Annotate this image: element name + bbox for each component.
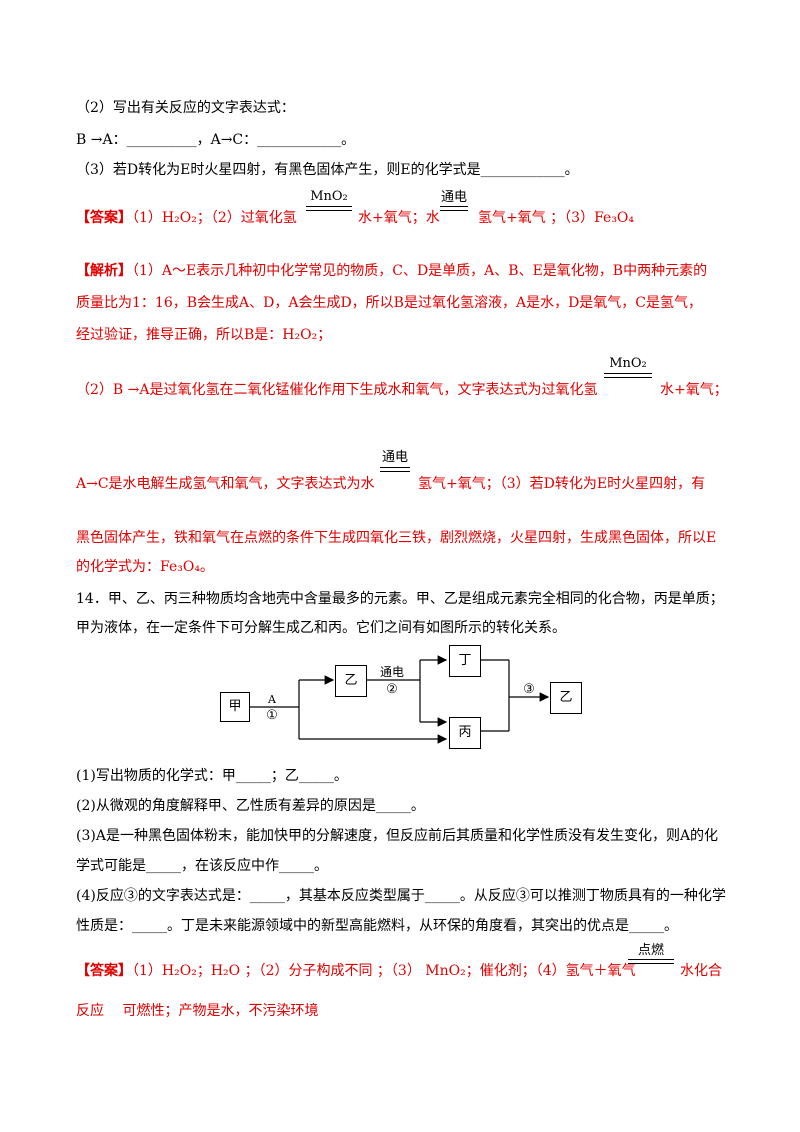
- condition-tongdian: 通电: [440, 190, 467, 205]
- q14-stem-line2: 甲为液体，在一定条件下可分解生成乙和丙。它们之间有如图所示的转化关系。: [76, 620, 566, 636]
- q14-answer: 【答案】（1）H₂O₂；H₂O ；（2）分子构成不同 ；（3） MnO₂；催化剂…: [76, 961, 636, 981]
- reaction-arrow: [628, 959, 674, 964]
- node-jia: 甲: [220, 692, 250, 722]
- label-a: A: [268, 693, 276, 706]
- q14-sub3-line1: (3)A是一种黑色固体粉末，能加快甲的分解速度，但反应前后其质量和化学性质没有发…: [76, 828, 719, 844]
- answer-part2: 水+氧气；水: [358, 210, 440, 226]
- q13-analysis-line7: 的化学式为：Fe₃O₄。: [76, 559, 214, 575]
- q14-stem-line1: 14．甲、乙、丙三种物质均含地壳中含量最多的元素。甲、乙是组成元素完全相同的化合…: [76, 591, 724, 607]
- answer-tag: 【答案】: [76, 963, 132, 979]
- reaction-arrow: [604, 373, 652, 378]
- label-step2: ②: [386, 682, 398, 697]
- label-step3: ③: [523, 682, 535, 697]
- node-yi: 乙: [335, 665, 367, 697]
- q13-analysis-line6: 黑色固体产生，铁和氧气在点燃的条件下生成四氧化三铁，剧烈燃烧，火星四射，生成黑色…: [76, 530, 717, 546]
- q14-sub4-line2: 性质是：_____。丁是未来能源领域中的新型高能燃料，从环保的角度看，其突出的优…: [76, 918, 678, 934]
- q14-sub4-line1: (4)反应③的文字表达式是：_____，其基本反应类型属于_____。从反应③可…: [76, 888, 726, 904]
- answer-part1: （1）H₂O₂；（2）过氧化氢: [132, 210, 297, 226]
- q13-analysis-line4-end: 水+氧气；: [660, 382, 728, 398]
- label-step1: ①: [266, 708, 278, 723]
- answer-tag: 【答案】: [76, 210, 132, 226]
- q13-analysis-line3: 经过验证，推导正确，所以B是：H₂O₂；: [76, 327, 332, 343]
- condition-dianran: 点燃: [637, 943, 664, 958]
- q13-analysis-line2: 质量比为1：16，B会生成A、D，A会生成D，所以B是过氧化氢溶液，A是水，D是…: [76, 295, 703, 311]
- node-bing: 丙: [449, 717, 481, 749]
- q13-part3: （3）若D转化为E时火星四射，有黑色固体产生，则E的化学式是__________…: [76, 162, 579, 178]
- q13-answer: 【答案】（1）H₂O₂；（2）过氧化氢: [76, 208, 297, 228]
- reaction-arrow: [306, 206, 352, 211]
- reaction-arrow: [440, 206, 468, 211]
- q14-answer-part1: （1）H₂O₂；H₂O ；（2）分子构成不同 ；（3） MnO₂；催化剂；（4）…: [132, 963, 636, 979]
- node-yi-product: 乙: [550, 682, 582, 714]
- analysis-tag: 【解析】: [76, 263, 132, 279]
- q13-analysis-line5: A→C是水电解生成氢气和氧气，文字表达式为水: [76, 476, 375, 492]
- node-ding: 丁: [449, 645, 481, 677]
- q14-sub3-line2: 学式可能是_____，在该反应中作_____。: [76, 858, 328, 874]
- q14-sub1: (1)写出物质的化学式：甲_____；乙_____。: [76, 768, 348, 784]
- q14-answer-line2: 反应 可燃性；产物是水，不污染环境: [76, 1003, 319, 1019]
- condition-mno2: MnO₂: [609, 356, 647, 371]
- condition-mno2: MnO₂: [310, 189, 348, 204]
- q14-sub2: (2)从微观的角度解释甲、乙性质有差异的原因是_____。: [76, 798, 425, 814]
- q13-analysis-line4: （2）B →A是过氧化氢在二氧化锰催化作用下生成水和氧气，文字表达式为过氧化氢: [76, 382, 598, 398]
- q14-answer-part2: 水化合: [680, 963, 722, 979]
- answer-part3: 氢气+氧气 ；（3）Fe₃O₄: [478, 210, 635, 226]
- condition-tongdian: 通电: [381, 450, 408, 465]
- q13-analysis-line5-end: 氢气+氧气；（3）若D转化为E时火星四射，有: [418, 476, 706, 492]
- q13-part2-prompt: （2）写出有关反应的文字表达式：: [76, 100, 295, 116]
- q13-part2-blanks: B →A：__________，A→C：____________。: [76, 132, 356, 148]
- reaction-arrow: [380, 467, 410, 472]
- q13-analysis-line1: 【解析】（1）A～E表示几种初中化学常见的物质，C、D是单质，A、B、E是氧化物…: [76, 263, 708, 279]
- label-tongdian: 通电: [379, 665, 404, 679]
